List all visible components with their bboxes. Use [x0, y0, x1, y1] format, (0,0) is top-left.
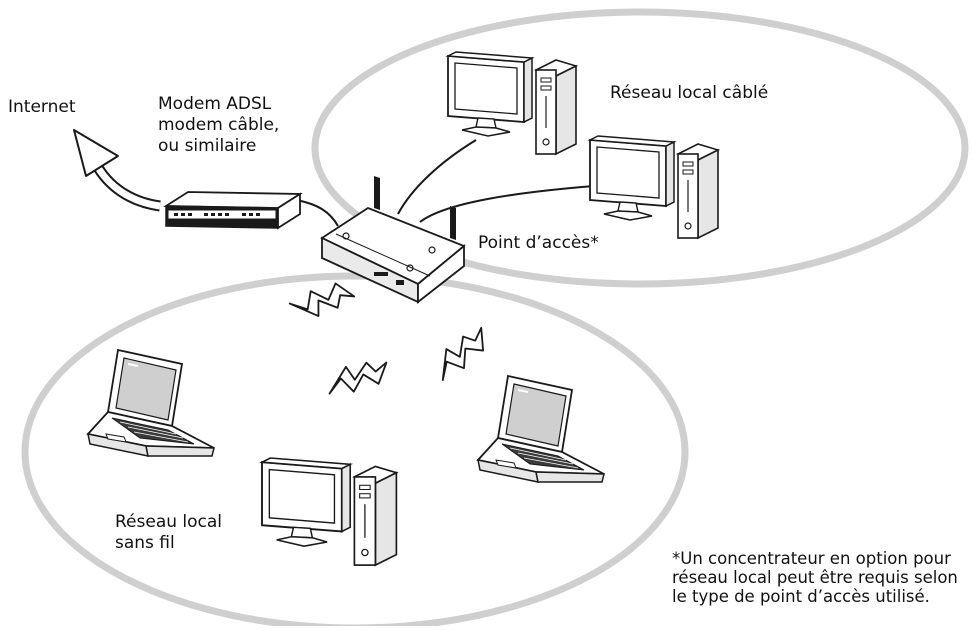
access-point-label: Point d’accès*	[478, 233, 599, 253]
wired-lan-label: Réseau local câblé	[610, 83, 769, 103]
wireless-lan-label: Réseau local sans fil	[115, 512, 222, 554]
modem-label-line: ou similaire	[158, 136, 257, 156]
wireless-signal-icon	[429, 326, 495, 382]
wireless-signal-icon	[328, 356, 388, 400]
desktop-computer-icon	[589, 135, 719, 239]
desktop-computer-icon	[261, 457, 398, 567]
internet-arrow-icon	[73, 129, 161, 212]
footnote: *Un concentrateur en option pour réseau …	[672, 549, 958, 606]
footnote-line: le type de point d’accès utilisé.	[672, 587, 930, 606]
modem-label-line: modem câble,	[158, 115, 280, 135]
modem-icon	[162, 191, 304, 230]
modem-label: Modem ADSL modem câble, ou similaire	[158, 94, 279, 157]
footnote-line: *Un concentrateur en option pour	[672, 549, 951, 568]
wireless-lan-label-line: Réseau local	[115, 512, 223, 532]
network-cables	[295, 139, 595, 227]
desktop-computer-icon	[447, 51, 577, 155]
laptop-icon	[477, 375, 605, 483]
laptop-icon	[87, 349, 215, 457]
internet-label: Internet	[8, 97, 76, 117]
modem-label-line: Modem ADSL	[158, 94, 272, 114]
wired-lan-ellipse	[311, 8, 969, 288]
wireless-lan-label-line: sans fil	[115, 533, 175, 553]
access-point-icon	[320, 176, 466, 304]
footnote-line: réseau local peut être requis selon	[672, 568, 958, 587]
